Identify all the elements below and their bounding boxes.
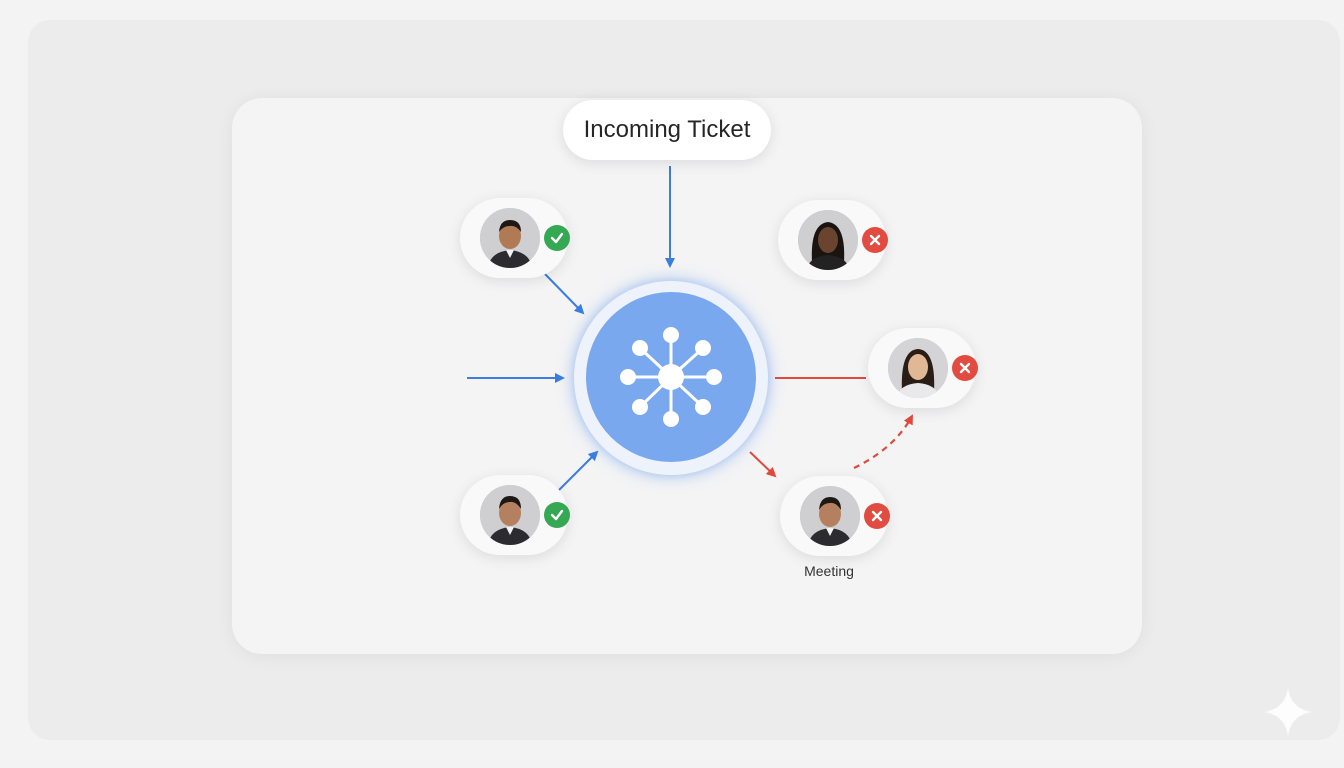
agent-card-top-right[interactable] bbox=[778, 200, 888, 280]
agent-card-middle-right[interactable] bbox=[868, 328, 978, 408]
incoming-ticket-text: Incoming Ticket bbox=[583, 116, 751, 143]
person-icon bbox=[480, 208, 540, 268]
status-badge bbox=[952, 355, 978, 381]
agent-card-bottom-left[interactable] bbox=[460, 475, 570, 555]
person-icon bbox=[798, 210, 858, 270]
dashed-reroute-arrow bbox=[853, 414, 913, 469]
agent-avatar bbox=[480, 208, 540, 268]
agent-avatar bbox=[800, 486, 860, 546]
arrow-hub-to-bottomright bbox=[749, 451, 777, 478]
arrow-topleft-to-hub bbox=[544, 273, 585, 315]
x-icon bbox=[871, 510, 883, 522]
incoming-ticket-label: Incoming Ticket bbox=[563, 100, 771, 160]
agent-card-bottom-right[interactable] bbox=[780, 476, 890, 556]
arrow-bottomleft-to-hub bbox=[554, 450, 599, 495]
person-icon bbox=[480, 485, 540, 545]
agent-card-top-left[interactable] bbox=[460, 198, 570, 278]
person-icon bbox=[888, 338, 948, 398]
check-icon bbox=[550, 232, 564, 244]
status-badge bbox=[544, 502, 570, 528]
agent-avatar bbox=[798, 210, 858, 270]
sparkle-icon bbox=[1264, 688, 1312, 736]
agent-avatar bbox=[888, 338, 948, 398]
agent-avatar bbox=[480, 485, 540, 545]
x-icon bbox=[959, 362, 971, 374]
status-badge bbox=[864, 503, 890, 529]
agent-status-caption: Meeting bbox=[804, 563, 854, 579]
status-badge bbox=[862, 227, 888, 253]
network-hub-icon bbox=[620, 327, 722, 427]
x-icon bbox=[869, 234, 881, 246]
check-icon bbox=[550, 509, 564, 521]
status-badge bbox=[544, 225, 570, 251]
routing-hub bbox=[586, 292, 756, 462]
person-icon bbox=[800, 486, 860, 546]
